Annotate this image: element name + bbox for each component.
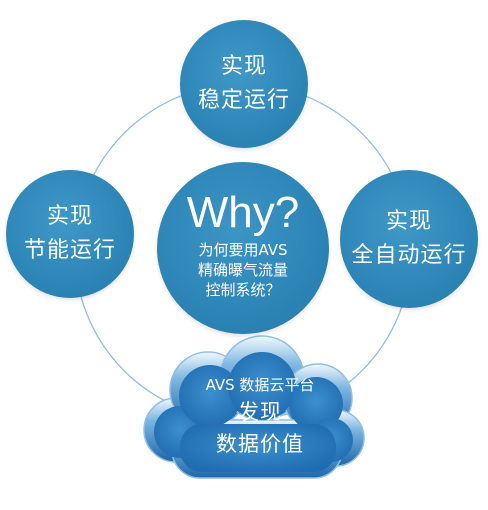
node-why-center: Why? 为何要用AVS 精确曝气流量 控制系统？ [157, 162, 329, 334]
center-line: 精确曝气流量 [197, 261, 288, 279]
node-left-line2: 节能运行 [23, 238, 116, 263]
center-line: 为何要用AVS [198, 241, 288, 259]
cloud-line1: 发现 [238, 400, 282, 424]
node-right-line2: 全自动运行 [351, 243, 467, 268]
center-line: 控制系统？ [205, 281, 281, 299]
node-energy-saving: 实现 节能运行 [6, 170, 134, 298]
node-left-line1: 实现 [46, 204, 93, 229]
cloud-line2: 数据价值 [216, 432, 304, 456]
node-top-line2: 稳定运行 [197, 88, 290, 113]
center-title: Why? [186, 188, 300, 237]
node-stable-operation: 实现 稳定运行 [180, 20, 308, 148]
node-right-line1: 实现 [385, 209, 432, 234]
node-top-line1: 实现 [220, 54, 267, 79]
cloud-platform-name: AVS 数据云平台 [205, 376, 315, 394]
cloud-label: AVS 数据云平台 发现 数据价值 [160, 374, 360, 460]
cloud-shape [143, 335, 365, 479]
node-full-automation: 实现 全自动运行 [340, 170, 478, 308]
